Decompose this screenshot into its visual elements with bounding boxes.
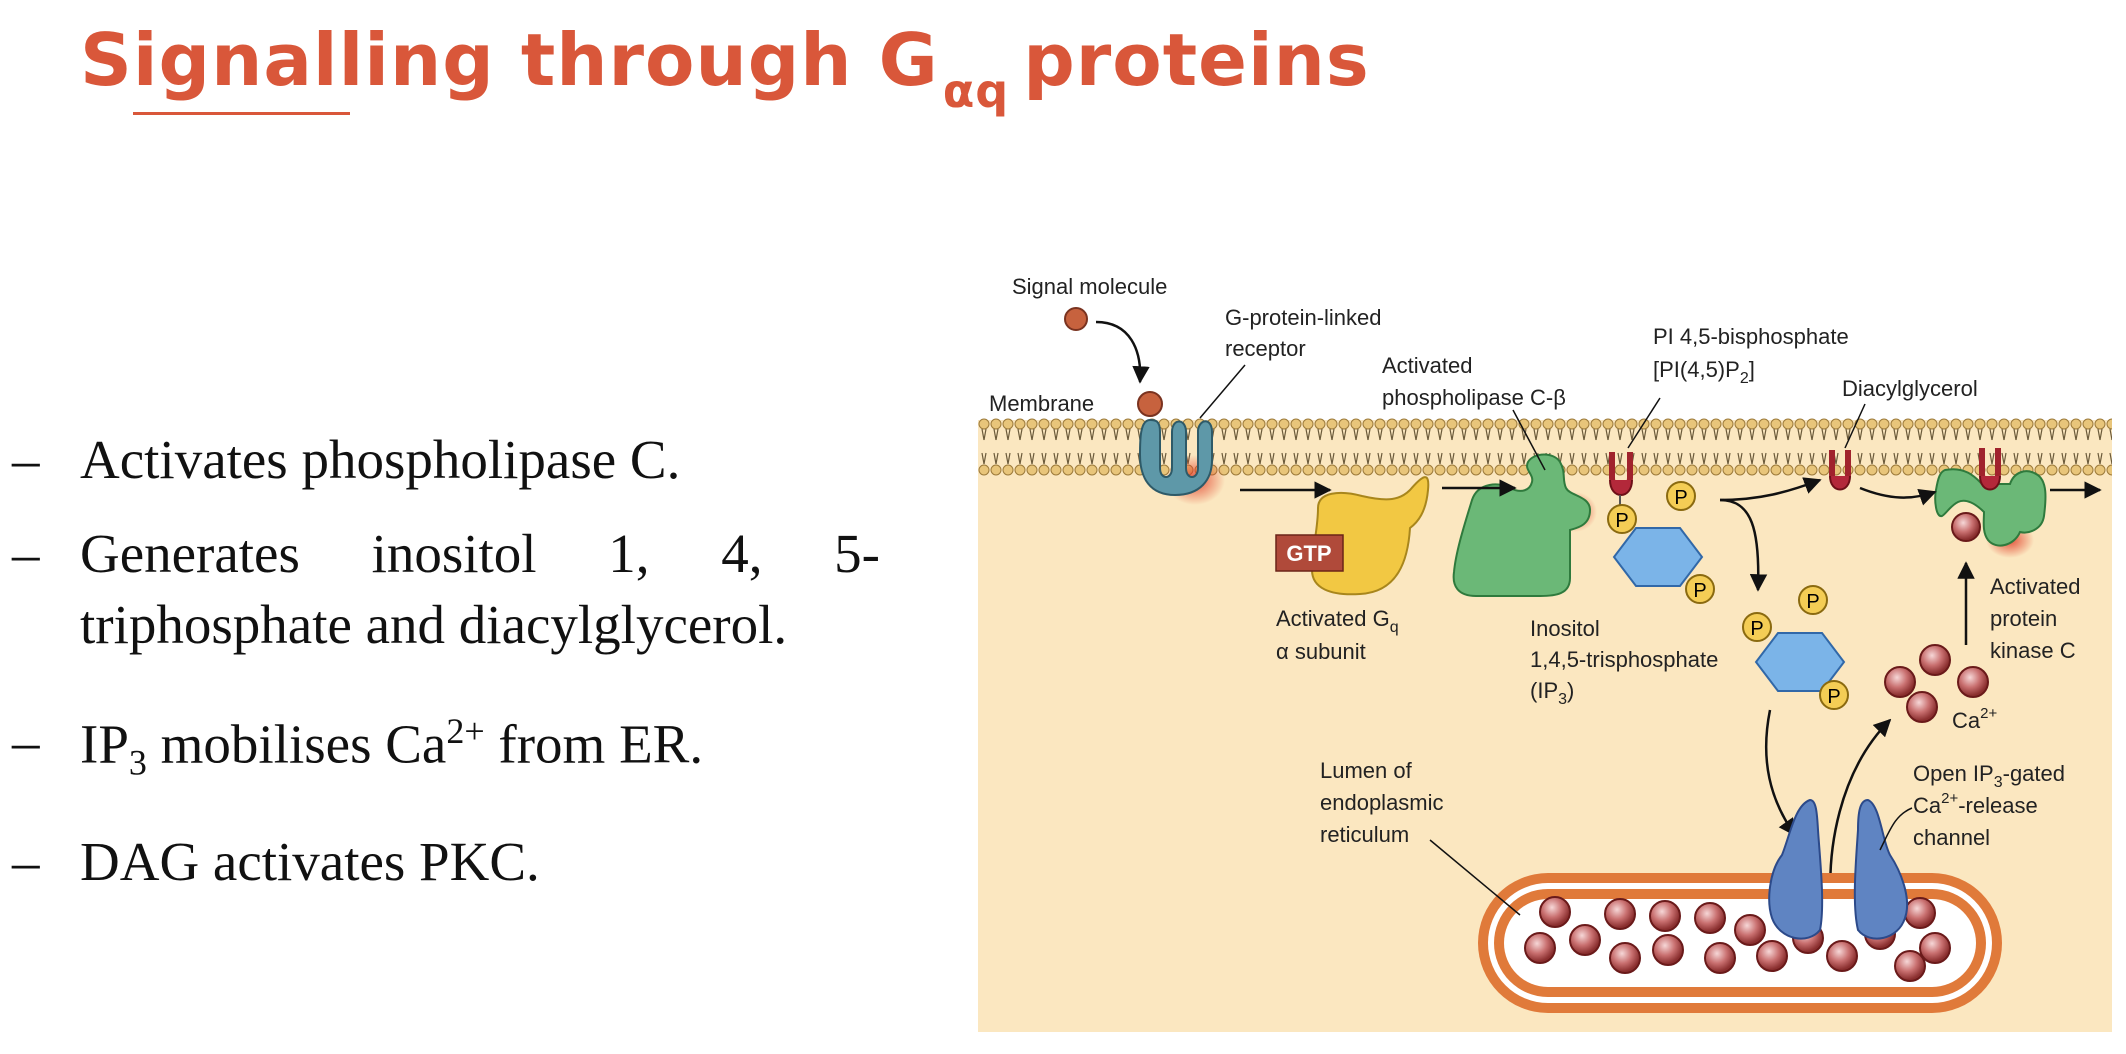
bullet-dash: – (12, 429, 40, 490)
bullet-4-text: DAG activates PKC. (80, 831, 540, 892)
label-gq-line1: Activated Gq (1276, 606, 1399, 636)
phosphate-label: P (1827, 686, 1840, 708)
channel-leader (1879, 807, 1913, 851)
label-channel-part: -gated (2003, 761, 2065, 786)
bullet-3-text: IP3 mobilises Ca2+ from ER. (80, 710, 880, 783)
label-pkc-line2: protein (1990, 606, 2057, 631)
bullet-3-sup: 2+ (446, 711, 485, 751)
bullet-dash: – (12, 523, 40, 584)
ip3-molecule: P P P (1742, 585, 1849, 710)
bullet-dash: – (12, 831, 40, 892)
label-channel-part: -release (1958, 793, 2037, 818)
er-lumen-leader (1429, 839, 1521, 916)
label-ip3-subscript: 3 (1558, 691, 1567, 708)
label-membrane: Membrane (989, 391, 1094, 416)
gtp-badge: GTP (1275, 534, 1344, 572)
label-signal-molecule: Signal molecule (1012, 274, 1167, 299)
bullet-2-line-2: triphosphate and diacylglycerol. (80, 594, 788, 655)
label-channel-part: Ca (1913, 793, 1942, 818)
label-channel-subscript: 3 (1994, 774, 2003, 791)
label-channel-superscript: 2+ (1941, 790, 1958, 807)
label-channel-line2: Ca2+-release (1913, 790, 2038, 818)
label-calcium-superscript: 2+ (1980, 705, 1997, 722)
pip2-headgroup: P P P (1607, 481, 1715, 604)
pip2-leader (1627, 397, 1661, 449)
receptor-leader (1199, 364, 1246, 419)
signal-molecule (1064, 307, 1088, 331)
label-er-line3: reticulum (1320, 822, 1409, 847)
phosphate-label: P (1674, 487, 1687, 509)
phospholipase-c-beta (1452, 453, 1597, 597)
label-gq-part: Activated G (1276, 606, 1390, 631)
bullet-list: – Activates phospholipase C. – Generates… (0, 0, 900, 1054)
title-main: Signalling through G (80, 18, 939, 102)
protein-kinase-c (1934, 448, 2047, 558)
arrow-ip3-to-channel (1764, 709, 1797, 837)
label-calcium-part: Ca (1952, 708, 1981, 733)
bullet-1-text: Activates phospholipase C. (80, 429, 681, 490)
label-pip2-part: [PI(4,5)P (1653, 357, 1740, 382)
label-gq-subscript: q (1390, 619, 1399, 636)
label-pip2-line1: PI 4,5-bisphosphate (1653, 324, 1849, 349)
label-ip3-line2: 1,4,5-trisphosphate (1530, 647, 1718, 672)
bullet-3-sub: 3 (128, 742, 147, 783)
bullet-2-word: 1, (608, 523, 650, 584)
plc-leader (1512, 409, 1546, 471)
label-channel-line1: Open IP3-gated (1913, 761, 2065, 791)
label-er-line1: Lumen of (1320, 758, 1413, 783)
gtp-label: GTP (1286, 541, 1331, 566)
label-plc-line2: phospholipase C-β (1382, 385, 1566, 410)
label-pip2-subscript: 2 (1740, 370, 1749, 387)
pip2-lipid (1609, 452, 1633, 496)
title-end: proteins (1023, 18, 1370, 102)
title-subscript: αq (942, 64, 1010, 118)
label-diacylglycerol: Diacylglycerol (1842, 376, 1978, 401)
title-underline (133, 112, 350, 115)
dag-leader (1844, 403, 1866, 449)
bullet-3-part: IP (80, 713, 129, 775)
label-pip2-line2: [PI(4,5)P2] (1653, 357, 1755, 387)
label-calcium: Ca2+ (1952, 705, 1997, 733)
label-pkc-line1: Activated (1990, 574, 2081, 599)
cytosolic-calcium (1884, 644, 1989, 723)
signal-arrow (1095, 320, 1150, 384)
gpcr-receptor (1137, 391, 1225, 505)
label-receptor-line1: G-protein-linked (1225, 305, 1382, 330)
label-channel-line3: channel (1913, 825, 1990, 850)
diagram-labels: Signal molecule G-protein-linked recepto… (989, 274, 2081, 850)
bullet-2-word: 4, (721, 523, 763, 584)
diacylglycerol-lipid (1829, 450, 1851, 491)
label-receptor-line2: receptor (1225, 336, 1306, 361)
label-ip3-part: (IP (1530, 678, 1558, 703)
label-ip3-line3: (IP3) (1530, 678, 1574, 708)
label-plc-line1: Activated (1382, 353, 1473, 378)
bullet-2-word: Generates (80, 523, 300, 584)
bullet-2-text: Generates inositol 1, 4, 5- triphosphate… (80, 522, 880, 656)
label-gq-line2: α subunit (1276, 639, 1366, 664)
phosphate-label: P (1615, 510, 1628, 532)
label-pip2-part: ] (1749, 357, 1755, 382)
arrow-to-ip3 (1719, 498, 1768, 592)
phosphate-label: P (1750, 618, 1763, 640)
label-pkc-line3: kinase C (1990, 638, 2076, 663)
arrow-dag-to-pkc (1859, 486, 1937, 506)
label-er-line2: endoplasmic (1320, 790, 1444, 815)
label-ip3-part: ) (1567, 678, 1574, 703)
bullet-dash: – (12, 711, 40, 772)
ip3-gated-channel (1768, 798, 1909, 940)
bullet-2-word: 5- (834, 523, 880, 584)
bullet-3-part: from ER. (484, 713, 704, 775)
bullet-3-part: mobilises Ca (146, 713, 447, 775)
bullet-2-line-1: Generates inositol 1, 4, 5- (80, 522, 880, 585)
phosphate-label: P (1693, 580, 1706, 602)
bullet-2-word: inositol (371, 523, 537, 584)
label-channel-part: Open IP (1913, 761, 1994, 786)
arrow-to-dag (1719, 477, 1822, 502)
phosphate-label: P (1806, 591, 1819, 613)
label-ip3-line1: Inositol (1530, 616, 1600, 641)
